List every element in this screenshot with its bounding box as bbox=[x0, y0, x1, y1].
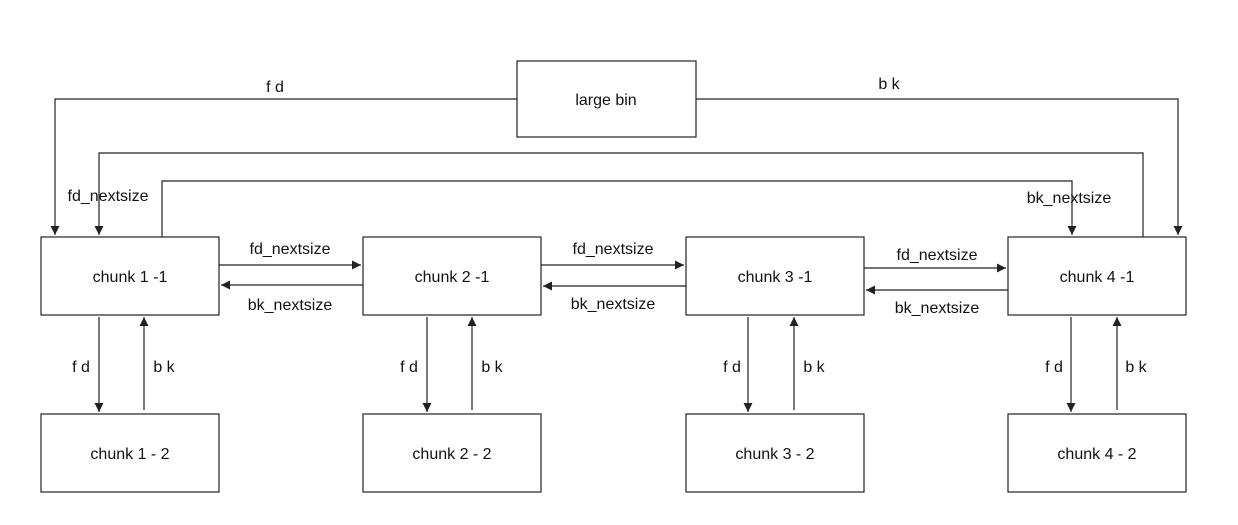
large-bin-box bbox=[516, 60, 697, 138]
edge-label-fd-nextsize-left: fd_nextsize bbox=[68, 188, 149, 205]
chunk-3-2-label: chunk 3 - 2 bbox=[735, 446, 814, 463]
edge-label-c4-fd: f d bbox=[1045, 359, 1063, 376]
chunk-2-2-label: chunk 2 - 2 bbox=[412, 446, 491, 463]
edge-label-c23-fd-nextsize: fd_nextsize bbox=[573, 241, 654, 258]
chunk-1-1-label: chunk 1 -1 bbox=[93, 269, 168, 286]
edge-label-c3-fd: f d bbox=[723, 359, 741, 376]
edge-bin-bk bbox=[696, 98, 1183, 235]
chunk-4-2-label: chunk 4 - 2 bbox=[1057, 446, 1136, 463]
edge-label-c1-bk: b k bbox=[153, 359, 175, 376]
edge-label-c12-bk-nextsize: bk_nextsize bbox=[248, 297, 333, 314]
edge-chunk4-fd-nextsize bbox=[94, 152, 1144, 237]
chunk-3-1-box bbox=[685, 236, 865, 316]
chunk-3-2-box bbox=[685, 413, 865, 493]
chunk-2-1-label: chunk 2 -1 bbox=[415, 269, 490, 286]
chunk-2-2-box bbox=[362, 413, 542, 493]
edge-label-c34-fd-nextsize: fd_nextsize bbox=[897, 247, 978, 264]
chunk-3-1-label: chunk 3 -1 bbox=[738, 269, 813, 286]
edge-label-c23-bk-nextsize: bk_nextsize bbox=[571, 296, 656, 313]
chunk-1-2-box bbox=[40, 413, 220, 493]
chunk-4-2-box bbox=[1007, 413, 1187, 493]
edge-label-c3-bk: b k bbox=[803, 359, 825, 376]
chunk-2-1-box bbox=[362, 236, 542, 316]
edge-label-top-fd: f d bbox=[266, 79, 284, 96]
edge-chunk1-bk-nextsize bbox=[161, 180, 1077, 237]
edge-label-c2-fd: f d bbox=[400, 359, 418, 376]
edge-label-top-bk: b k bbox=[878, 76, 900, 93]
chunk-4-1-box bbox=[1007, 236, 1187, 316]
chunk-1-2-label: chunk 1 - 2 bbox=[90, 446, 169, 463]
edge-label-c1-fd: f d bbox=[72, 359, 90, 376]
edge-label-bk-nextsize-right: bk_nextsize bbox=[1027, 190, 1112, 207]
large-bin-label: large bin bbox=[575, 92, 636, 109]
edge-label-c12-fd-nextsize: fd_nextsize bbox=[250, 241, 331, 258]
edge-label-c34-bk-nextsize: bk_nextsize bbox=[895, 300, 980, 317]
chunk-1-1-box bbox=[40, 236, 220, 316]
edge-label-c4-bk: b k bbox=[1125, 359, 1147, 376]
chunk-4-1-label: chunk 4 -1 bbox=[1060, 269, 1135, 286]
edge-label-c2-bk: b k bbox=[481, 359, 503, 376]
edge-bin-fd bbox=[50, 98, 517, 235]
